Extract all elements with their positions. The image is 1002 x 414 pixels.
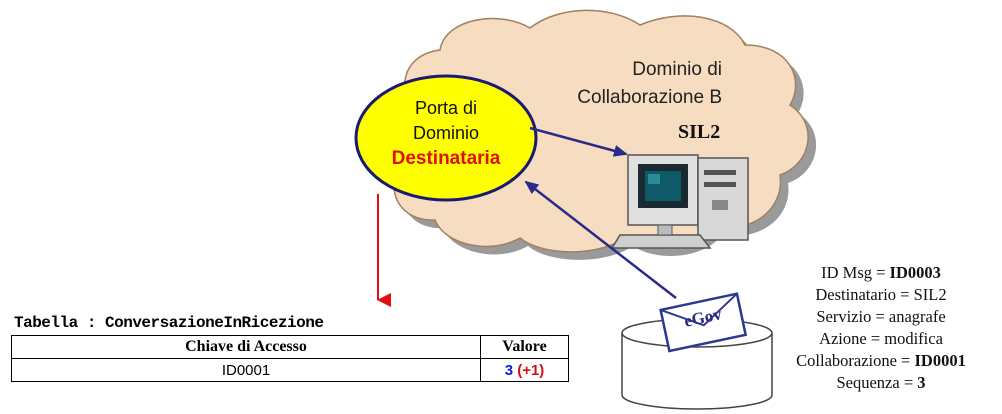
header-chiave: Chiave di Accesso bbox=[11, 335, 481, 359]
message-info: ID Msg = ID0003 Destinatario = SIL2 Serv… bbox=[760, 262, 1002, 394]
info-servizio: Servizio = anagrafe bbox=[816, 307, 946, 326]
info-azione: Azione = modifica bbox=[819, 329, 943, 348]
envelope-icon bbox=[659, 292, 748, 353]
porta-label-line1: Porta di bbox=[414, 98, 478, 118]
info-collaborazione: Collaborazione = ID0001 bbox=[796, 351, 966, 370]
cell-chiave: ID0001 bbox=[11, 358, 481, 382]
valore-increment: (+1) bbox=[517, 361, 545, 379]
info-sequenza: Sequenza = 3 bbox=[836, 373, 926, 392]
table-title: Tabella : ConversazioneInRicezione bbox=[14, 314, 324, 332]
valore-number: 3 bbox=[504, 361, 514, 379]
arrow-egov-to-porta bbox=[524, 180, 677, 299]
cell-valore: 3 (+1) bbox=[480, 358, 569, 382]
porta-label-line3: Destinataria bbox=[391, 148, 501, 169]
arrow-porta-to-sil bbox=[529, 126, 628, 157]
computer-icon bbox=[610, 154, 749, 249]
info-id-msg: ID Msg = ID0003 bbox=[821, 263, 941, 282]
porta-ellipse bbox=[354, 74, 538, 202]
sil2-label: SIL2 bbox=[678, 121, 721, 143]
info-destinatario: Destinatario = SIL2 bbox=[815, 285, 947, 304]
porta-label-line2: Dominio bbox=[412, 123, 480, 143]
table-header-row: Chiave di Accesso Valore bbox=[11, 335, 569, 359]
cloud-label-line2: Collaborazione B bbox=[577, 87, 722, 108]
table-row: ID0001 3 (+1) bbox=[11, 358, 569, 382]
header-valore: Valore bbox=[480, 335, 569, 359]
cloud-label-line1: Dominio di bbox=[632, 59, 722, 80]
conversazione-table: Chiave di Accesso Valore ID0001 3 (+1) bbox=[11, 335, 569, 382]
